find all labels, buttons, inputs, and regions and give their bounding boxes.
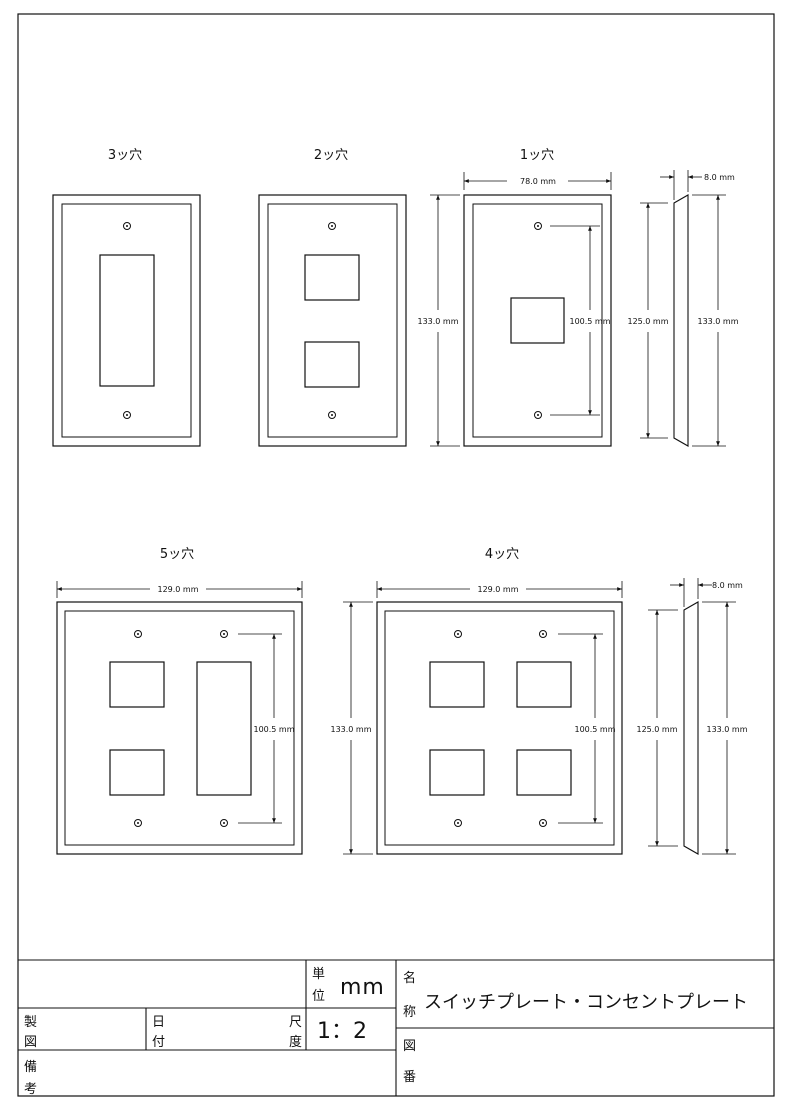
screw-hole <box>134 819 142 827</box>
plate-4-width-dim: 129.0 mm <box>477 585 518 594</box>
plate-1-hole: 1ッ穴 78.0 mm 133.0 mm 100.5 mm <box>417 148 612 447</box>
side-top-thickness-dim: 8.0 mm <box>704 173 735 182</box>
plate-1-height-dim: 133.0 mm <box>417 317 458 326</box>
plate-1-opening <box>510 297 565 344</box>
scale-label: 尺 <box>289 1015 302 1030</box>
screw-hole <box>534 222 542 230</box>
screw-hole <box>454 819 462 827</box>
screw-hole <box>123 222 131 230</box>
drawing-no-label: 図 <box>403 1039 416 1054</box>
screw-hole <box>328 411 336 419</box>
title-block: 単 位 mm 名 称 スイッチプレート・コンセントプレート 製 図 日 付 尺 … <box>18 959 774 1097</box>
plate-2-holes: 2ッ穴 <box>258 148 407 447</box>
screw-hole <box>220 819 228 827</box>
plate-5-width-dim: 129.0 mm <box>157 585 198 594</box>
plate-5-tall-opening <box>196 661 252 796</box>
maker-label: 製 <box>24 1015 37 1030</box>
side-bottom-outer-dim: 133.0 mm <box>706 725 747 734</box>
side-top-inner-dim: 125.0 mm <box>627 317 668 326</box>
screw-hole <box>220 630 228 638</box>
scale-label: 度 <box>289 1034 302 1050</box>
side-bottom-inner-dim: 125.0 mm <box>636 725 677 734</box>
screw-hole <box>328 222 336 230</box>
sheet-border <box>17 13 775 1097</box>
plate-2-opening-top <box>304 254 360 301</box>
unit-value: mm <box>340 975 385 1000</box>
drawing-no-label: 番 <box>403 1070 416 1085</box>
plate-1-label: 1ッ穴 <box>520 148 554 163</box>
plate-3-holes: 3ッ穴 <box>52 148 201 447</box>
date-label: 付 <box>152 1035 165 1050</box>
plate-4-label: 4ッ穴 <box>485 547 519 562</box>
screw-hole <box>534 411 542 419</box>
name-value: スイッチプレート・コンセントプレート <box>424 992 748 1013</box>
date-label: 日 <box>152 1015 165 1030</box>
side-bottom-thickness-dim: 8.0 mm <box>712 581 743 590</box>
plate-4-opening <box>429 749 485 796</box>
plate-5-opening <box>109 749 165 796</box>
plate-3-opening <box>99 254 155 387</box>
plate-1-width-dim: 78.0 mm <box>520 177 556 186</box>
plate-4-screw-dim: 100.5 mm <box>574 725 615 734</box>
maker-label: 図 <box>24 1035 37 1050</box>
side-view-bottom: 8.0 mm 125.0 mm 133.0 mm <box>636 578 748 855</box>
remarks-label: 備 <box>24 1059 37 1075</box>
plate-5-holes: 5ッ穴 129.0 mm 100.5 mm <box>56 547 303 855</box>
name-label: 名 <box>403 970 416 986</box>
plate-2-label: 2ッ穴 <box>314 148 348 163</box>
side-top-outer-dim: 133.0 mm <box>697 317 738 326</box>
name-label: 称 <box>403 1005 416 1020</box>
plate-4-opening <box>516 661 572 708</box>
plate-4-opening <box>516 749 572 796</box>
remarks-label: 考 <box>24 1082 37 1097</box>
screw-hole <box>539 819 547 827</box>
screw-hole <box>134 630 142 638</box>
scale-value: 1：2 <box>317 1019 367 1044</box>
plate-5-label: 5ッ穴 <box>160 547 194 562</box>
side-view-top: 8.0 mm 125.0 mm 133.0 mm <box>627 170 739 447</box>
screw-hole <box>539 630 547 638</box>
plate-3-label: 3ッ穴 <box>108 148 142 163</box>
screw-hole <box>123 411 131 419</box>
plate-4-holes: 4ッ穴 129.0 mm 133.0 mm 100.5 mm <box>330 547 623 855</box>
unit-label: 単 <box>312 966 325 982</box>
plate-4-opening <box>429 661 485 708</box>
plate-5-screw-dim: 100.5 mm <box>253 725 294 734</box>
screw-hole <box>454 630 462 638</box>
plate-5-opening <box>109 661 165 708</box>
plate-1-screw-dim: 100.5 mm <box>569 317 610 326</box>
plate-2-opening-bottom <box>304 341 360 388</box>
plate-4-height-dim: 133.0 mm <box>330 725 371 734</box>
unit-label: 位 <box>312 989 325 1004</box>
